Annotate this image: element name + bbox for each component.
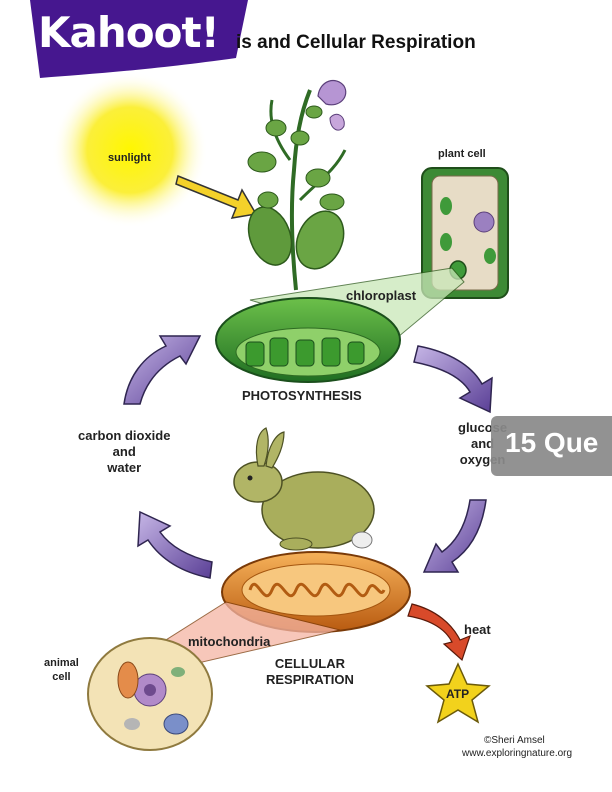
- kahoot-logo: [30, 0, 248, 78]
- mitochondria-illustration: [221, 551, 411, 633]
- plant-illustration: [247, 79, 347, 291]
- label-animal-cell: animal cell: [44, 657, 79, 683]
- label-mitochondria: mitochondria: [188, 634, 271, 649]
- cycle-arrow-left-up: [123, 335, 202, 405]
- label-chloroplast: chloroplast: [346, 288, 417, 303]
- label-heat: heat: [464, 622, 491, 637]
- label-photosynthesis: PHOTOSYNTHESIS: [242, 388, 362, 403]
- kahoot-logo-text: Kahoot!: [38, 8, 220, 57]
- credit-text: ©Sheri Amsel www.exploringnature.org: [462, 735, 573, 759]
- label-atp: ATP: [446, 687, 470, 701]
- label-cellular-respiration: CELLULAR RESPIRATION: [266, 656, 354, 687]
- label-carbon-dioxide-water: carbon dioxide and water: [78, 428, 171, 475]
- cycle-arrow-top-right: [413, 345, 493, 414]
- page-title: is and Cellular Respiration: [236, 32, 476, 53]
- label-sunlight: sunlight: [108, 152, 151, 164]
- plant-cell-illustration: [421, 167, 509, 299]
- chloroplast-illustration: [215, 297, 401, 383]
- label-plant-cell: plant cell: [438, 148, 486, 160]
- sunlight-arrow: [175, 174, 258, 219]
- question-count-badge[interactable]: 15 Que: [491, 416, 612, 476]
- sun-icon: [52, 72, 208, 228]
- animal-cell-illustration: [87, 637, 213, 751]
- cycle-arrow-bottom-left: [137, 510, 213, 579]
- cycle-arrow-right-down: [422, 499, 487, 573]
- question-count-text: 15 Que: [505, 427, 599, 458]
- heat-arrow: [407, 603, 471, 662]
- atp-star-icon: [425, 662, 491, 724]
- rabbit-illustration: [233, 427, 375, 551]
